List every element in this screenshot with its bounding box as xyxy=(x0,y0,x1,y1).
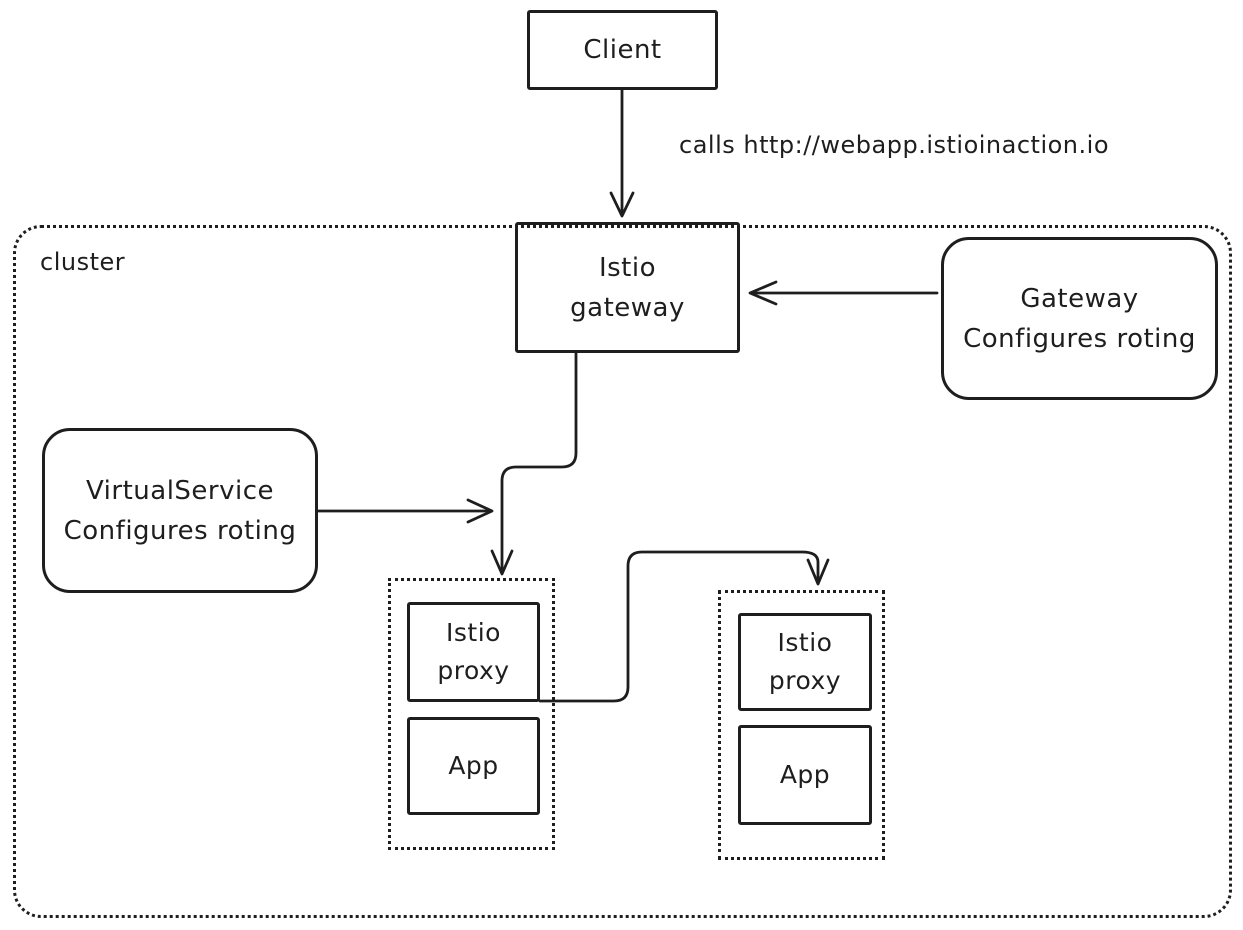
client-node: Client xyxy=(527,10,718,90)
pod1-app-label: App xyxy=(448,751,499,780)
arrowhead-client-to-gateway xyxy=(609,191,635,218)
arrowhead-gatewayconfig-to-gateway xyxy=(748,280,778,306)
arrowhead-proxy1-to-pod2 xyxy=(806,558,830,586)
pod2-app-label: App xyxy=(779,760,831,789)
arrowhead-gateway-to-pod1 xyxy=(490,549,514,576)
istio-gateway-label-line1: Istio xyxy=(598,252,657,283)
pod1-boundary xyxy=(388,578,555,850)
pod2-istio-proxy-label-line2: proxy xyxy=(768,666,842,695)
istio-gateway-label-line2: gateway xyxy=(570,292,685,323)
gateway-config-node: Gateway Configures roting xyxy=(941,237,1218,400)
edge-gateway-to-pod1 xyxy=(500,351,578,574)
pod2-istio-proxy-label-line1: Istio xyxy=(777,628,833,657)
client-call-label: calls http://webapp.istioinaction.io xyxy=(679,131,1109,159)
pod1-istio-proxy-label-line2: proxy xyxy=(437,656,510,685)
istio-gateway-node: Istio gateway xyxy=(515,222,740,353)
pod1-istio-proxy-label-line1: Istio xyxy=(446,618,501,647)
arrowhead-virtualservice-to-junction xyxy=(466,498,494,524)
virtual-service-node: VirtualService Configures roting xyxy=(42,428,318,593)
client-label: Client xyxy=(583,35,662,65)
gateway-config-label-line1: Gateway xyxy=(1020,283,1139,314)
pod1-istio-proxy-node: Istio proxy xyxy=(407,602,540,702)
pod2-istio-proxy-node: Istio proxy xyxy=(738,613,872,711)
virtual-service-label-line2: Configures roting xyxy=(63,515,297,546)
gateway-config-label-line2: Configures roting xyxy=(963,323,1196,354)
pod2-app-node: App xyxy=(738,725,872,825)
pod1-app-node: App xyxy=(407,717,540,815)
cluster-label: cluster xyxy=(40,248,126,276)
virtual-service-label-line1: VirtualService xyxy=(85,475,275,506)
